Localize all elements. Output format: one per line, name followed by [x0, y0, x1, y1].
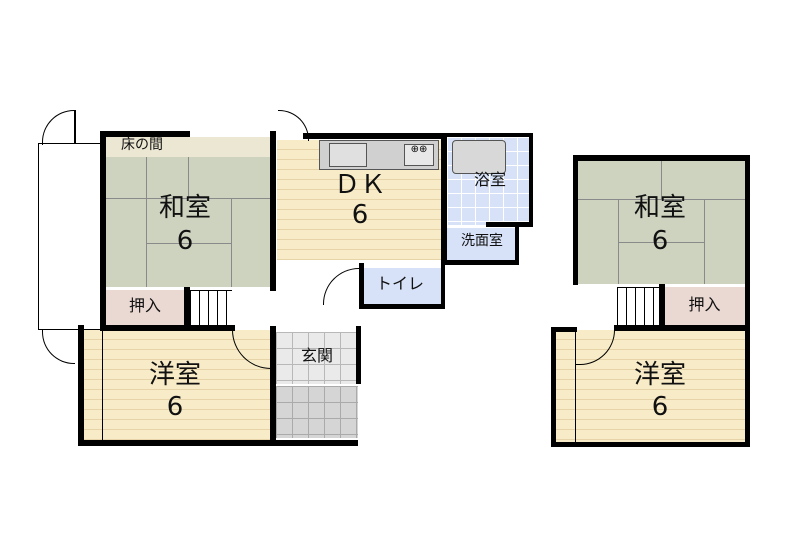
- wall: [270, 326, 276, 444]
- room-label-tokonoma: 床の間: [121, 137, 163, 153]
- room-divider: [102, 330, 103, 442]
- tatami-line: [146, 243, 231, 244]
- room-label-washitsu-1: 和室: [158, 193, 211, 223]
- tatami-line: [104, 198, 274, 199]
- wall: [614, 325, 750, 331]
- wall: [356, 326, 361, 384]
- tatami-line: [618, 199, 619, 284]
- tatami-line: [231, 198, 232, 287]
- wall: [573, 155, 750, 161]
- door-swing-balcony-top: [42, 110, 75, 145]
- wall: [659, 284, 665, 330]
- wall: [303, 133, 443, 139]
- room-divider: [575, 330, 576, 442]
- room-label-yokushitsu: 浴室: [473, 170, 506, 189]
- room-toilet: [363, 268, 443, 304]
- room-label-youshitsu-1: 洋室: [148, 360, 201, 390]
- stairs: [190, 290, 232, 326]
- room-label-washitsu-2: 和室: [633, 193, 686, 223]
- door-swing-toilet: [323, 268, 362, 305]
- wall: [100, 131, 190, 137]
- wall: [573, 155, 578, 285]
- wall: [745, 155, 750, 447]
- wall: [441, 260, 519, 265]
- room-genkan: [276, 332, 358, 384]
- wall: [551, 442, 750, 447]
- door-swing-balcony-bottom: [42, 329, 75, 364]
- wall: [184, 287, 190, 327]
- room-size-washitsu-1: 6: [176, 226, 194, 256]
- tatami-line: [661, 160, 662, 199]
- wall: [100, 325, 235, 331]
- room-oshiire-1: [104, 290, 186, 326]
- room-label-senmenshitsu: 洗面室: [461, 233, 503, 249]
- wall: [78, 440, 358, 446]
- balcony: [38, 143, 102, 330]
- wall: [441, 263, 445, 308]
- wall: [359, 263, 364, 308]
- door-leaf: [74, 110, 76, 144]
- room-size-washitsu-2: 6: [651, 226, 669, 256]
- tatami-line: [704, 199, 705, 284]
- room-label-dk: ＤＫ: [333, 170, 386, 200]
- wall: [78, 325, 84, 446]
- wall: [441, 133, 447, 263]
- wall: [515, 222, 519, 264]
- tatami-line: [188, 157, 189, 198]
- room-label-toilet: トイレ: [375, 274, 424, 293]
- wall: [486, 222, 533, 227]
- wall: [270, 131, 276, 291]
- genkan-doma: [276, 386, 358, 438]
- wall: [551, 327, 577, 332]
- room-label-youshitsu-2: 洋室: [633, 360, 686, 390]
- tatami-line: [577, 199, 745, 200]
- wall: [441, 133, 533, 137]
- room-size-youshitsu-2: 6: [651, 392, 669, 422]
- room-size-dk: 6: [351, 200, 369, 230]
- stove-icon: ⊕⊕: [404, 144, 434, 166]
- stairs-2: [617, 287, 659, 325]
- room-label-oshiire-1: 押入: [128, 296, 161, 315]
- wall: [529, 133, 533, 225]
- room-size-youshitsu-1: 6: [166, 392, 184, 422]
- room-label-genkan: 玄関: [300, 346, 333, 365]
- room-label-oshiire-2: 押入: [688, 295, 721, 314]
- room-oshiire-2: [664, 287, 745, 325]
- room-washitsu-1: [104, 137, 274, 287]
- bathtub-icon: [452, 140, 506, 174]
- tatami-line: [618, 242, 704, 243]
- wall: [551, 327, 556, 447]
- tatami-line: [146, 157, 147, 287]
- wall: [359, 304, 445, 309]
- room-tokonoma: [104, 137, 274, 157]
- wall: [100, 131, 106, 327]
- sink-icon: [329, 143, 367, 167]
- room-senmenshitsu: [447, 228, 517, 260]
